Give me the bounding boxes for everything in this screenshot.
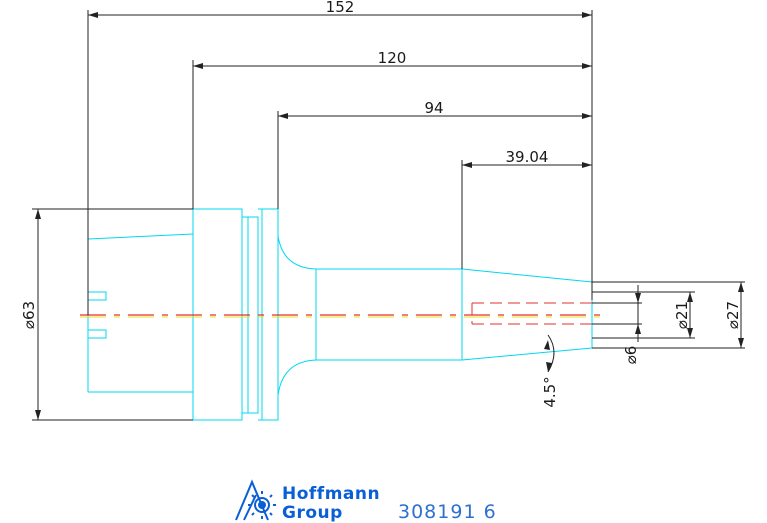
- dim-bore-diameter: ⌀21: [673, 301, 691, 329]
- dim-pilot-diameter: ⌀6: [622, 346, 640, 365]
- dim-taper-angle: 4.5°: [541, 376, 559, 407]
- tool-body-outline: [87, 208, 593, 421]
- dim-tip-diameter: ⌀27: [724, 301, 742, 329]
- arrowheads: [35, 12, 744, 420]
- brand-line2: Group: [282, 503, 343, 523]
- centerline: [80, 314, 600, 318]
- part-number: 308191 6: [398, 501, 497, 523]
- dim-flange-diameter: ⌀63: [20, 301, 38, 329]
- pilot-bore: [471, 302, 592, 325]
- dim-bore-depth: 39.04: [506, 148, 549, 166]
- dim-flange-length: 120: [378, 49, 407, 67]
- dimension-lines: [32, 10, 745, 421]
- dim-neck-length: 94: [424, 99, 443, 117]
- brand-line1: Hoffmann: [282, 484, 380, 504]
- hoffmann-logo: Hoffmann Group: [235, 479, 380, 523]
- hoffmann-logo-mark: [235, 479, 276, 521]
- dim-overall-length: 152: [326, 0, 355, 16]
